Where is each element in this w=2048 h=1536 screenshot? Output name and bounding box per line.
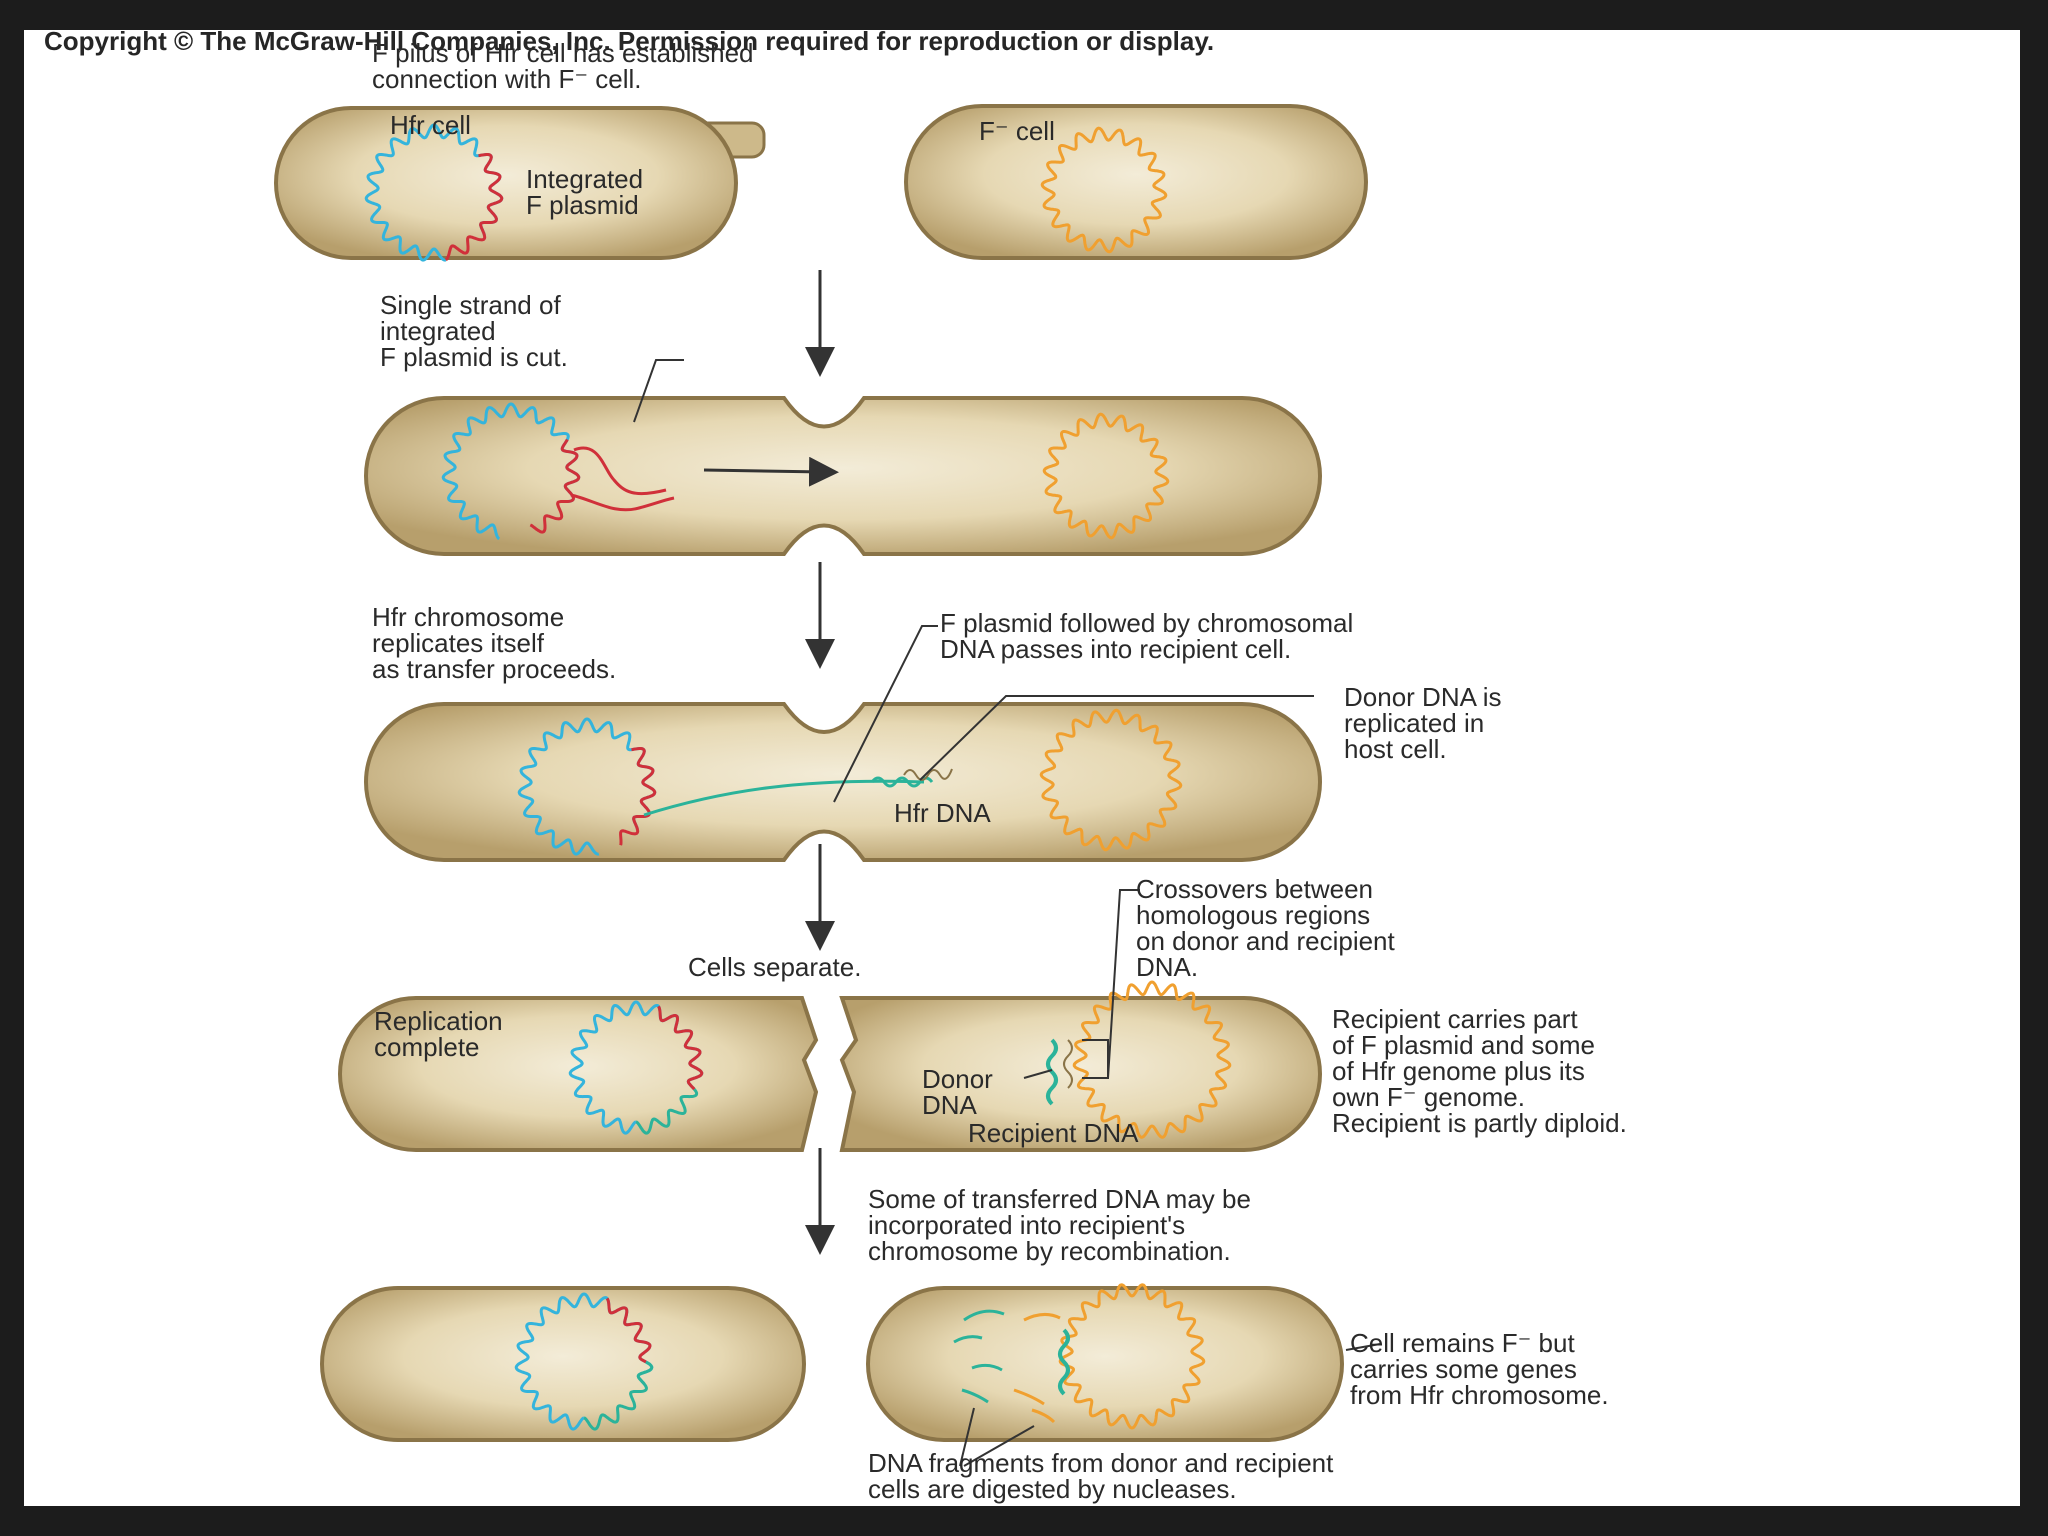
plasmid-pointer (833, 625, 938, 803)
stage-1 (274, 104, 1368, 262)
integrated-f-plasmid-label: Integrated F plasmid (526, 164, 644, 220)
recipient-carries-label: Recipient carries part of F plasmid and … (1332, 1004, 1627, 1138)
dna-strand (1042, 412, 1170, 540)
hfr-dna-label: Hfr DNA (894, 798, 991, 828)
donor-dna-replicated-label: Donor DNA is replicated in host cell. (1344, 682, 1502, 764)
dna-fragments (953, 1309, 1061, 1424)
replicated-donor-part (635, 1088, 699, 1135)
recipient-chromosome-final (1058, 1283, 1206, 1430)
stage-2 (364, 359, 1322, 556)
hfr-cell-label: Hfr cell (390, 110, 471, 140)
crossover-bracket (1082, 1039, 1109, 1079)
donor-dna-segment (1046, 1038, 1058, 1106)
f-plasmid-followed-label: F plasmid followed by chromosomal DNA pa… (940, 608, 1354, 664)
dna-strand (583, 1360, 654, 1431)
recipient-chromosome (1040, 126, 1168, 254)
donor-replicated-strand (903, 768, 953, 781)
dna-strand (657, 1005, 704, 1091)
stage1-caption: F pilus of Hfr cell has established conn… (372, 38, 754, 94)
single-strand-label: Single strand of integrated F plasmid is… (380, 290, 568, 372)
dna-strand (635, 1088, 699, 1135)
crossovers-label: Crossovers between homologous regions on… (1136, 874, 1395, 982)
dna-strand (444, 153, 504, 262)
cut-strand-lower (570, 493, 675, 512)
dna-strand (529, 438, 581, 534)
incorporated-donor (1058, 1328, 1070, 1396)
donor-dna-segment-b (1063, 1039, 1073, 1089)
stage-4 (338, 889, 1322, 1152)
dna-strand (1058, 1283, 1206, 1430)
transferring-strand (643, 779, 925, 817)
integrated-plasmid-2 (529, 438, 581, 534)
cut-pointer (633, 359, 684, 423)
crossover-pointer (1107, 889, 1140, 1079)
replication-complete-label: Replication complete (374, 1006, 503, 1062)
donor-dna-pointer (1023, 1069, 1053, 1079)
recipient-chromosome-4 (1072, 980, 1232, 1139)
donor-dna-label: Donor DNA (922, 1064, 993, 1120)
recipient-dna-label: Recipient DNA (968, 1118, 1139, 1148)
recipient-chromosome-2 (1042, 412, 1170, 540)
dna-fragments-label: DNA fragments from donor and recipient c… (868, 1448, 1334, 1504)
cells-separate-label: Cells separate. (688, 952, 862, 982)
dna-strand (1040, 126, 1168, 254)
integrated-plasmid-3 (619, 747, 657, 846)
hfr-cell-body (274, 106, 738, 260)
donor-pointer (919, 695, 1314, 781)
recipient-cell-final (866, 1286, 1344, 1442)
dividing-cells-2 (364, 396, 1322, 556)
cell-remains-label: Cell remains F⁻ but carries some genes f… (1350, 1328, 1609, 1410)
conjugation-diagram (274, 104, 1381, 1467)
donor-final (583, 1360, 654, 1431)
dna-strand (619, 747, 657, 846)
f-minus-cell-label: F⁻ cell (979, 116, 1055, 146)
hfr-chromosome-label: Hfr chromosome replicates itself as tran… (372, 602, 617, 684)
hfr-cell-final (320, 1286, 806, 1442)
integrated-plasmid (444, 153, 504, 262)
transfer-arrow (703, 456, 839, 487)
figure-panel: Copyright © The McGraw-Hill Companies, I… (24, 30, 2020, 1506)
fragment-pointer-b (963, 1425, 1035, 1467)
cell-remains-pointer (1345, 1343, 1381, 1351)
separating-hfr-cell (338, 996, 819, 1152)
cut-strand (573, 446, 667, 496)
recipient-chromosome-3 (1039, 708, 1183, 852)
dna-strand (1039, 708, 1183, 852)
dna-strand (1072, 980, 1232, 1139)
dna-strand (605, 1297, 652, 1364)
replicated-plasmid-part (657, 1005, 704, 1091)
copyright-banner: Copyright © The McGraw-Hill Companies, I… (44, 30, 1215, 56)
plasmid-final (605, 1297, 652, 1364)
fragment-pointer-a (959, 1407, 975, 1467)
f-minus-cell-body (904, 104, 1368, 260)
stage-3 (364, 625, 1322, 862)
some-transferred-label: Some of transferred DNA may be incorpora… (868, 1184, 1251, 1266)
stage-5 (320, 1283, 1381, 1467)
